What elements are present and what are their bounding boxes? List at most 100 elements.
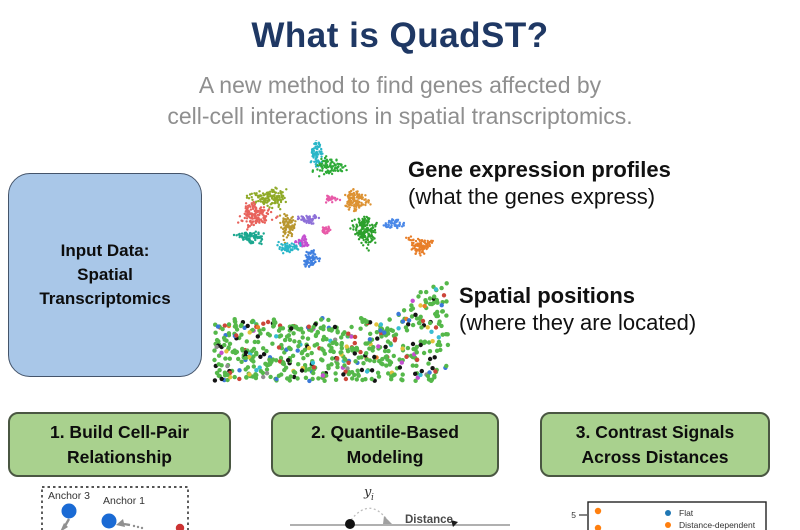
scatter-point — [264, 367, 270, 372]
scatter-point — [258, 354, 263, 359]
scatter-point — [249, 348, 255, 354]
scatter-point — [322, 231, 326, 234]
scatter-point — [265, 201, 269, 204]
scatter-point — [271, 320, 277, 325]
scatter-point — [299, 244, 302, 247]
scatter-point — [307, 221, 311, 225]
scatter-point — [295, 348, 300, 353]
scatter-point — [300, 335, 305, 340]
scatter-point — [339, 168, 342, 171]
scatter-point — [239, 234, 242, 237]
scatter-point — [443, 332, 449, 337]
scatter-point — [419, 254, 422, 257]
scatter-point — [372, 236, 375, 239]
scatter-point — [427, 349, 433, 354]
scatter-point — [287, 234, 290, 237]
scatter-point — [352, 334, 358, 340]
scatter-point — [371, 238, 374, 241]
scatter-point — [347, 197, 350, 200]
scatter-point — [383, 344, 388, 350]
scatter-point — [359, 236, 362, 239]
scatter-point — [423, 252, 426, 255]
scatter-point — [350, 204, 354, 207]
scatter-point — [257, 328, 262, 333]
scatter-point — [355, 205, 358, 209]
step-box-3: 3. Contrast Signals Across Distances — [540, 412, 770, 477]
scatter-point — [426, 361, 431, 366]
scatter-point — [382, 224, 385, 227]
scatter-point — [364, 203, 367, 207]
scatter-point — [316, 376, 321, 381]
scatter-point — [236, 356, 241, 362]
scatter-point — [402, 223, 405, 226]
scatter-point — [214, 344, 219, 350]
scatter-point — [416, 294, 421, 299]
scatter-point — [285, 236, 289, 239]
anchor-1-cell-dot — [101, 513, 117, 529]
scatter-point — [364, 194, 367, 197]
scatter-point — [420, 247, 424, 251]
scatter-point — [277, 359, 283, 364]
scatter-point — [271, 324, 276, 329]
scatter-point — [364, 351, 369, 356]
scatter-point — [360, 319, 365, 324]
scatter-point — [439, 303, 444, 308]
page-subtitle: A new method to find genes affected by c… — [0, 70, 800, 132]
scatter-point — [437, 319, 442, 324]
input-box-line-3: Transcriptomics — [39, 289, 171, 308]
scatter-point — [254, 368, 259, 373]
scatter-point — [369, 240, 372, 244]
scatter-point — [280, 191, 283, 194]
scatter-point — [219, 376, 224, 382]
scatter-point — [357, 203, 360, 207]
subtitle-line-1: A new method to find genes affected by — [198, 72, 602, 98]
scatter-point — [362, 238, 365, 242]
scatter-point — [297, 339, 302, 345]
scatter-point — [418, 314, 423, 319]
scatter-point — [326, 164, 329, 167]
scatter-point — [382, 348, 388, 354]
scatter-point — [232, 374, 237, 380]
scatter-point — [253, 192, 256, 195]
scatter-point — [330, 356, 335, 361]
scatter-point — [326, 194, 329, 197]
anchor-3-label: Anchor 3 — [48, 490, 90, 502]
scatter-point — [274, 334, 279, 339]
y-axis-tick-label: 5 — [571, 510, 576, 520]
scatter-point — [360, 241, 363, 245]
scatter-point — [437, 342, 443, 348]
scatter-point — [368, 331, 373, 336]
scatter-point — [424, 289, 429, 295]
scatter-point — [243, 236, 246, 239]
scatter-point — [291, 248, 294, 252]
scatter-point — [327, 170, 330, 173]
scatter-point — [351, 224, 355, 227]
scatter-point — [349, 334, 354, 339]
scatter-point — [263, 221, 266, 224]
scatter-point — [216, 373, 221, 378]
scatter-point — [400, 319, 406, 324]
scatter-point — [426, 245, 429, 248]
scatter-point — [257, 194, 260, 198]
scatter-point — [244, 205, 248, 208]
scatter-point — [330, 172, 334, 176]
scatter-point — [356, 231, 359, 234]
plot-frame — [587, 501, 767, 530]
scatter-point — [296, 248, 300, 251]
scatter-point — [394, 224, 397, 227]
scatter-point — [313, 333, 319, 339]
scatter-point — [242, 238, 245, 241]
scatter-point — [260, 197, 263, 201]
scatter-point — [257, 218, 261, 221]
scatter-point — [430, 241, 434, 244]
scatter-point — [372, 354, 377, 360]
scatter-point — [313, 160, 316, 163]
scatter-point — [291, 245, 294, 248]
scatter-point — [280, 196, 284, 199]
scatter-point — [308, 261, 311, 264]
scatter-point — [306, 324, 311, 329]
scatter-point — [244, 231, 248, 235]
scatter-point — [374, 330, 380, 335]
scatter-point — [332, 324, 338, 330]
scatter-point — [400, 225, 404, 228]
